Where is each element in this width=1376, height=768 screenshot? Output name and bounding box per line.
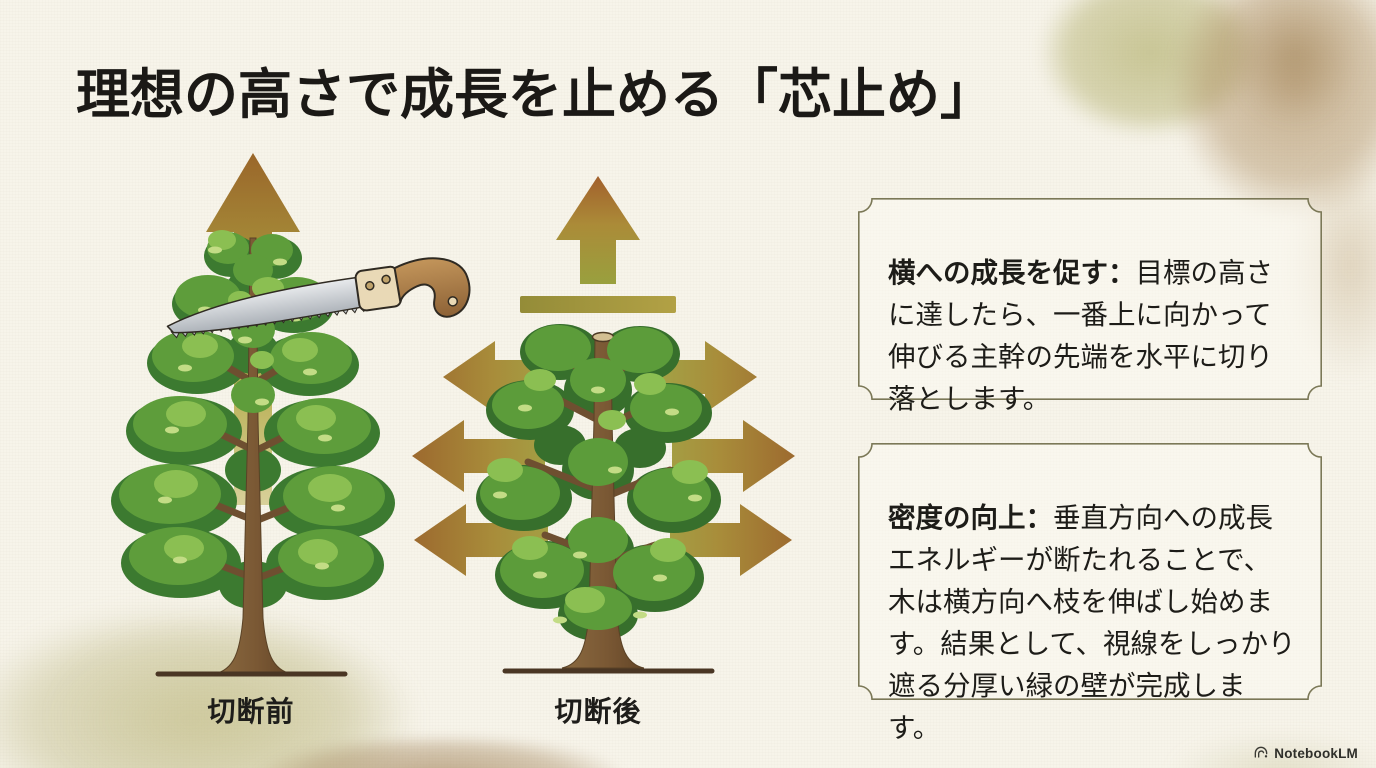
before-tree-leaf-highlights	[158, 246, 345, 570]
watercolor-wash-top-right-olive	[1010, 0, 1290, 160]
footer-brand: NotebookLM	[1253, 745, 1358, 761]
footer-brand-label: NotebookLM	[1274, 745, 1358, 761]
after-tree-label: 切断後	[554, 696, 642, 727]
after-tree-leaf-highlights	[493, 386, 702, 624]
callout-growth: 横への成長を促す：目標の高さに達したら、一番上に向かって伸びる主幹の先端を水平に…	[858, 198, 1322, 414]
notebooklm-icon	[1254, 746, 1268, 758]
blocking-bar	[520, 296, 676, 313]
before-tree-label: 切断前	[207, 696, 295, 727]
callout-density-text: 密度の向上：垂直方向への成長エネルギーが断たれることで、木は横方向へ枝を伸ばし始…	[858, 471, 1322, 749]
watercolor-wash-top-right-core	[1210, 0, 1376, 140]
callout-density: 密度の向上：垂直方向への成長エネルギーが断たれることで、木は横方向へ枝を伸ばし始…	[858, 443, 1322, 743]
callout-density-heading: 密度の向上：	[888, 501, 1053, 533]
pruning-diagram-illustration	[111, 153, 795, 677]
after-tree-foliage-light	[487, 369, 708, 613]
callout-frame	[858, 198, 1322, 400]
lateral-growth-arrows	[412, 341, 795, 576]
before-tree-trunk	[213, 237, 293, 675]
callout-growth-heading: 横への成長を促す：	[888, 256, 1136, 288]
callout-growth-text: 横への成長を促す：目標の高さに達したら、一番上に向かって伸びる主幹の先端を水平に…	[858, 226, 1322, 420]
callout-growth-body: 目標の高さに達したら、一番上に向かって伸びる主幹の先端を水平に切り落とします。	[888, 256, 1273, 414]
blocked-up-arrow	[556, 176, 640, 284]
callout-frame	[858, 443, 1322, 700]
pruning-saw-icon	[166, 257, 471, 339]
page-title: 理想の高さで成長を止める「芯止め」	[76, 65, 994, 125]
after-tree-group	[412, 176, 795, 674]
callout-density-body: 垂直方向への成長エネルギーが断たれることで、木は横方向へ枝を伸ばし始めます。結果…	[888, 501, 1296, 743]
before-tree-group	[111, 153, 471, 677]
before-tree-foliage-light	[154, 230, 352, 565]
